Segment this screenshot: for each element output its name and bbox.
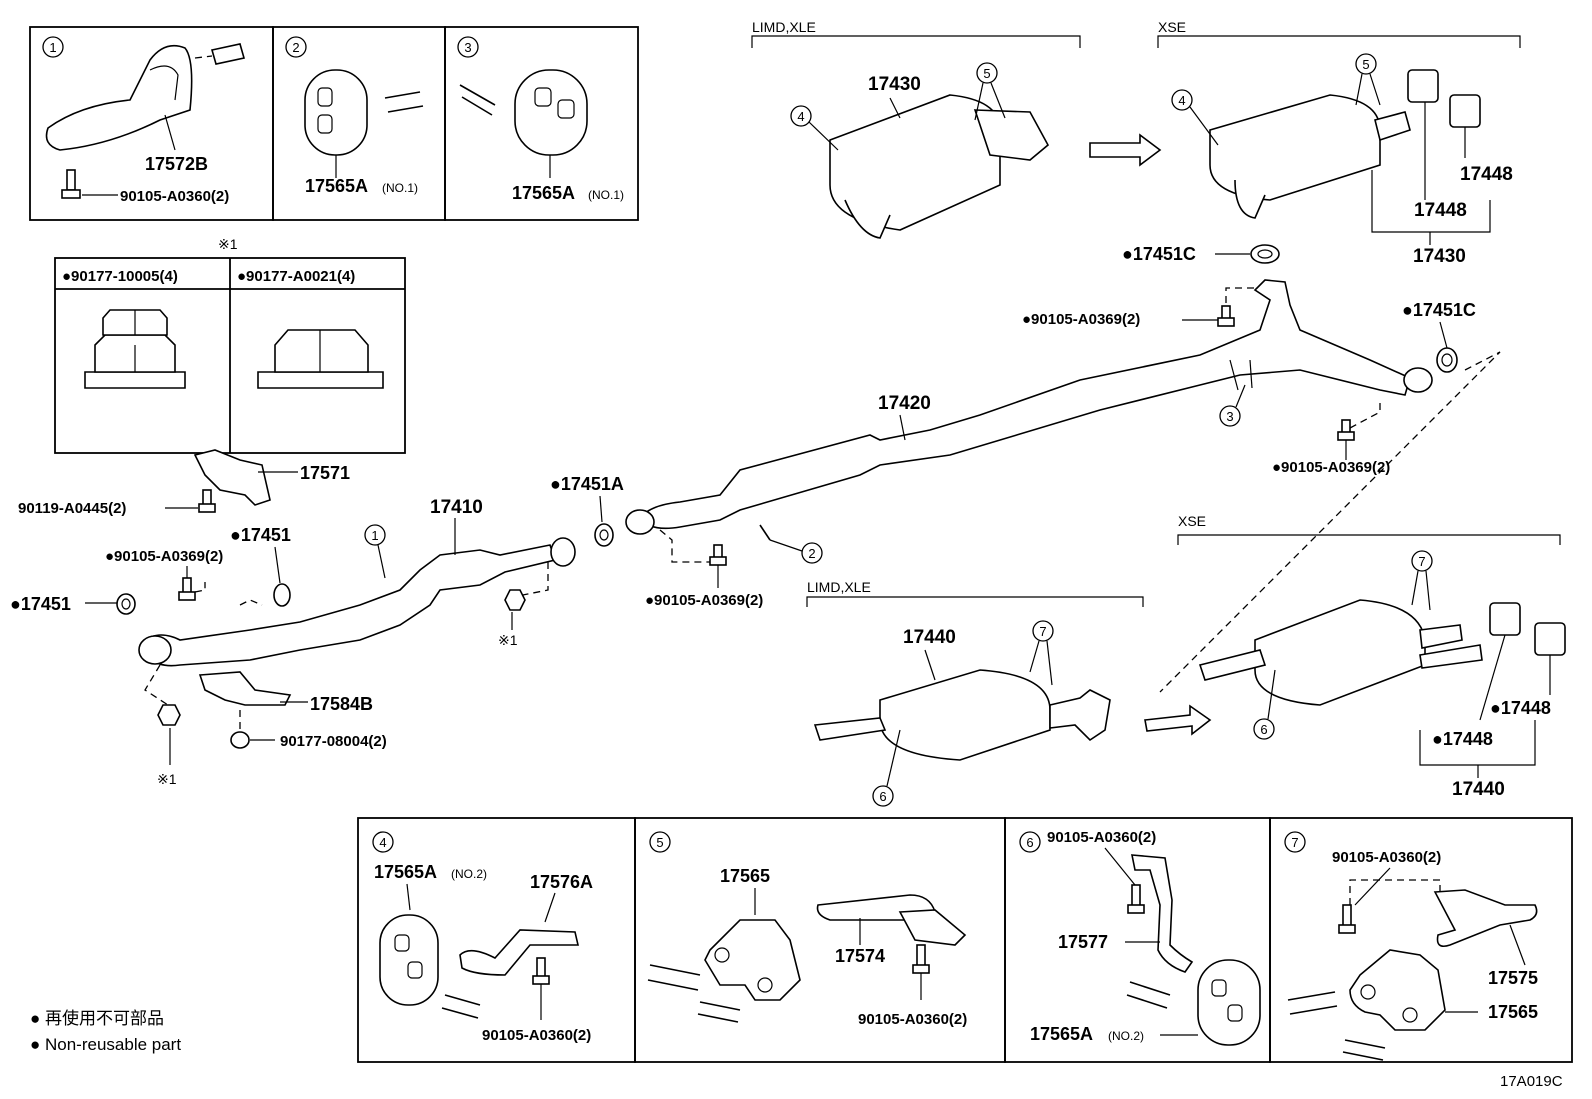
- svg-text:●17448: ●17448: [1490, 698, 1551, 718]
- svg-text:4: 4: [797, 109, 804, 124]
- svg-text:90177-08004(2): 90177-08004(2): [280, 733, 387, 750]
- svg-text:(NO.2): (NO.2): [451, 867, 487, 881]
- svg-text:17430: 17430: [1413, 246, 1466, 267]
- svg-text:17448: 17448: [1460, 164, 1513, 185]
- svg-text:5: 5: [656, 835, 663, 850]
- svg-text:17565A: 17565A: [512, 183, 575, 203]
- inset-box-2: 2 17565A (NO.1): [272, 26, 446, 221]
- inset-box-6: 6 90105-A0360(2) 17577 17565A (NO.2): [1004, 817, 1271, 1063]
- svg-text:2: 2: [808, 546, 815, 561]
- figure-id: 17A019C: [1500, 1073, 1563, 1090]
- svg-text:●17451C: ●17451C: [1122, 244, 1196, 264]
- svg-text:5: 5: [1362, 57, 1369, 72]
- svg-text:3: 3: [1226, 409, 1233, 424]
- svg-text:●17451: ●17451: [10, 594, 71, 614]
- svg-text:● Non-reusable part: ● Non-reusable part: [30, 1035, 181, 1054]
- inset-box-1: 1 17572B 90105-A0360(2): [29, 26, 274, 221]
- inset-box-7: 7 90105-A0360(2) 17575 17565: [1269, 817, 1573, 1063]
- svg-text:17448: 17448: [1414, 200, 1467, 221]
- front-pipe-17410: 17410 1 ※1: [138, 497, 576, 667]
- svg-text:17571: 17571: [300, 463, 350, 483]
- svg-text:17577: 17577: [1058, 932, 1108, 952]
- upper-muffler-xse: XSE 4 5 17448 17448 17430: [1157, 19, 1521, 267]
- svg-text:90105-A0360(2): 90105-A0360(2): [858, 1011, 967, 1028]
- arrow-lower: [1144, 704, 1212, 736]
- inset-box-4: 4 17565A (NO.2) 17576A 90105-A0360(2): [357, 817, 636, 1063]
- arrow-upper: [1089, 133, 1162, 167]
- svg-text:17565: 17565: [720, 866, 770, 886]
- svg-text:17565: 17565: [1488, 1002, 1538, 1022]
- svg-text:5: 5: [983, 66, 990, 81]
- svg-text:XSE: XSE: [1178, 513, 1206, 529]
- svg-text:17584B: 17584B: [310, 694, 373, 714]
- svg-text:※1: ※1: [157, 771, 177, 787]
- svg-text:90105-A0360(2): 90105-A0360(2): [1332, 849, 1441, 866]
- svg-text:6: 6: [879, 789, 886, 804]
- svg-text:●90105-A0369(2): ●90105-A0369(2): [1022, 311, 1140, 328]
- svg-text:17572B: 17572B: [145, 154, 208, 174]
- svg-text:※1: ※1: [498, 632, 518, 648]
- svg-text:17565A: 17565A: [374, 862, 437, 882]
- legend: ● 再使用不可部品 ● Non-reusable part: [30, 1008, 181, 1054]
- svg-text:●90105-A0369(2): ●90105-A0369(2): [645, 592, 763, 609]
- svg-text:17440: 17440: [903, 627, 956, 648]
- svg-text:17575: 17575: [1488, 968, 1538, 988]
- svg-text:17565A: 17565A: [305, 176, 368, 196]
- center-pipe-17420: 17420 3 2 ●17451A ●90105-A0369(2): [550, 279, 1433, 609]
- nut-box: ※1 ●90177-10005(4) ●90177-A0021(4): [54, 236, 406, 454]
- svg-text:●90105-A0369(2): ●90105-A0369(2): [1272, 459, 1390, 476]
- svg-text:4: 4: [1178, 93, 1185, 108]
- svg-text:17420: 17420: [878, 393, 931, 414]
- svg-text:●90105-A0369(2): ●90105-A0369(2): [105, 548, 223, 565]
- inset-box-5: 5 17565 17574 90105-A0360(2): [634, 817, 1006, 1063]
- lower-muffler-limd-xle: LIMD,XLE 17440 7 6: [806, 579, 1144, 807]
- svg-text:7: 7: [1039, 624, 1046, 639]
- svg-text:17430: 17430: [868, 74, 921, 95]
- svg-text:●17451A: ●17451A: [550, 474, 624, 494]
- svg-text:6: 6: [1026, 835, 1033, 850]
- svg-text:(NO.1): (NO.1): [382, 181, 418, 195]
- svg-text:1: 1: [49, 40, 56, 55]
- svg-text:90105-A0360(2): 90105-A0360(2): [1047, 829, 1156, 846]
- svg-text:(NO.2): (NO.2): [1108, 1029, 1144, 1043]
- svg-text:90119-A0445(2): 90119-A0445(2): [18, 500, 126, 517]
- svg-text:3: 3: [464, 40, 471, 55]
- svg-text:LIMD,XLE: LIMD,XLE: [752, 19, 816, 35]
- svg-text:●17451C: ●17451C: [1402, 300, 1476, 320]
- inset-box-3: 3 17565A (NO.1): [444, 26, 639, 221]
- left-fasteners: 17571 90119-A0445(2) ●17451 ●90105-A0369…: [10, 449, 387, 787]
- svg-text:2: 2: [292, 40, 299, 55]
- lower-muffler-xse: XSE 7 6 ●17448 ●17448 17440: [1177, 513, 1566, 800]
- svg-text:6: 6: [1260, 722, 1267, 737]
- svg-text:●17451: ●17451: [230, 525, 291, 545]
- svg-text:●90177-10005(4): ●90177-10005(4): [62, 268, 178, 285]
- svg-text:LIMD,XLE: LIMD,XLE: [807, 579, 871, 595]
- svg-text:17576A: 17576A: [530, 872, 593, 892]
- svg-text:17440: 17440: [1452, 779, 1505, 800]
- svg-text:※1: ※1: [218, 236, 238, 252]
- svg-text:90105-A0360(2): 90105-A0360(2): [482, 1027, 591, 1044]
- svg-text:17574: 17574: [835, 946, 885, 966]
- upper-muffler-limd-xle: LIMD,XLE 17430 4 5: [751, 19, 1081, 239]
- svg-text:17565A: 17565A: [1030, 1024, 1093, 1044]
- svg-text:1: 1: [371, 528, 378, 543]
- svg-text:17410: 17410: [430, 497, 483, 518]
- svg-text:90105-A0360(2): 90105-A0360(2): [120, 188, 229, 205]
- upper-right-fasteners: ●17451C ●90105-A0369(2) ●17451C ●90105-A…: [1022, 244, 1501, 693]
- svg-text:●90177-A0021(4): ●90177-A0021(4): [237, 268, 355, 285]
- svg-text:7: 7: [1291, 835, 1298, 850]
- svg-text:● 再使用不可部品: ● 再使用不可部品: [30, 1008, 164, 1028]
- svg-text:(NO.1): (NO.1): [588, 188, 624, 202]
- svg-text:7: 7: [1418, 554, 1425, 569]
- svg-text:●17448: ●17448: [1432, 729, 1493, 749]
- svg-text:XSE: XSE: [1158, 19, 1186, 35]
- svg-text:4: 4: [379, 835, 386, 850]
